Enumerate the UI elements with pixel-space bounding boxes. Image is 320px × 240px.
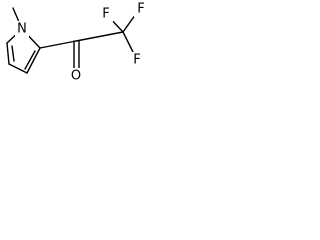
fluorine-label-top: F (102, 7, 109, 22)
fluorine-label-bottom: F (133, 53, 140, 68)
ring-to-carbonyl-bond (39, 40, 77, 49)
ring-bond-c4-c5-inner (11, 45, 15, 62)
chemical-structure: N F F F O (6, 1, 147, 84)
ring-bond-c2-c3 (26, 47, 41, 74)
fluorine-label-right: F (137, 2, 144, 17)
ring-bond-c4-c5 (6, 42, 10, 65)
bonds (6, 7, 139, 74)
ring-bond-c3-c4 (8, 63, 28, 74)
nitrogen-label: N (17, 22, 27, 37)
oxygen-label: O (71, 69, 81, 84)
carbonyl-to-cf3-bond (75, 31, 124, 42)
atom-labels: N F F F O (15, 1, 147, 84)
ring-bond-c2-c3-inner (24, 50, 36, 70)
